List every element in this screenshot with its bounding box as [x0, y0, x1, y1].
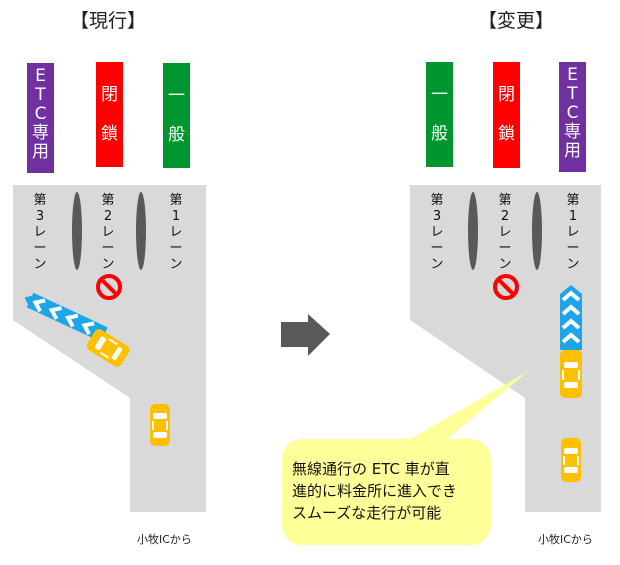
- lane-char: ー: [169, 241, 183, 256]
- lane-1-label: 第 1 レ ー ン: [168, 193, 184, 273]
- lane-island: [532, 192, 542, 270]
- sign-char: T: [567, 84, 578, 104]
- callout-line: 進的に料金所に進入でき: [292, 482, 458, 500]
- sign-char: 閉: [498, 85, 515, 105]
- lane-char: 2: [103, 209, 113, 224]
- sign-char: C: [34, 104, 47, 124]
- lane-char: 3: [432, 209, 442, 224]
- callout-line: 無線通行の ETC 車が直: [292, 460, 450, 478]
- lane-char: 第: [430, 193, 444, 208]
- sign-char: T: [35, 85, 46, 105]
- lane-island: [136, 192, 146, 270]
- callout-line: スムーズな走行が可能: [292, 504, 442, 522]
- lane-char: レ: [169, 225, 183, 240]
- changed-title: 【変更】: [478, 10, 555, 32]
- car-icon: [86, 329, 130, 367]
- sign-etc-only: E T C 専 用: [27, 63, 54, 173]
- lane-char: ー: [498, 241, 512, 256]
- lane-char: 1: [171, 209, 181, 224]
- lane-char: ー: [101, 241, 115, 256]
- lane-3-label: 第 3 レ ー ン: [32, 193, 48, 273]
- sign-char: 一: [431, 84, 448, 105]
- lane-char: ン: [566, 257, 580, 272]
- sign-general: 一 般: [426, 62, 453, 167]
- lane-island: [72, 192, 82, 270]
- lane-char: ー: [430, 241, 444, 256]
- from-komaki-ic-label: 小牧ICから: [137, 533, 192, 546]
- road-right: [410, 185, 601, 512]
- lane-char: 第: [566, 193, 580, 208]
- sign-closed: 閉 鎖: [493, 62, 520, 168]
- lane-char: 3: [35, 209, 45, 224]
- car-icon: [560, 350, 582, 398]
- sign-char: C: [566, 103, 579, 123]
- sign-general: 一 般: [163, 63, 190, 168]
- callout-bubble: [282, 372, 527, 545]
- lane-island: [468, 192, 478, 270]
- current-title: 【現行】: [70, 10, 147, 32]
- right-arrow-icon: [281, 314, 330, 356]
- lane-char: 1: [568, 209, 578, 224]
- sign-etc-only: E T C 専 用: [559, 62, 586, 172]
- car-icon: [150, 404, 170, 446]
- car-icon: [561, 438, 581, 482]
- chevron-guide-icon: [560, 285, 582, 350]
- lane-char: ン: [430, 257, 444, 272]
- sign-char: 用: [564, 141, 581, 161]
- sign-char: E: [567, 65, 578, 85]
- lane-char: レ: [430, 225, 444, 240]
- lane-char: ー: [33, 241, 47, 256]
- lane-char: レ: [566, 225, 580, 240]
- lane-char: ン: [498, 257, 512, 272]
- sign-char: 専: [564, 122, 581, 142]
- sign-char: 般: [431, 123, 448, 144]
- chevron-guide-icon: [24, 292, 108, 342]
- lane-char: 2: [500, 209, 510, 224]
- callout-text: 無線通行の ETC 車が直 進的に料金所に進入でき スムーズな走行が可能: [292, 458, 457, 524]
- sign-char: E: [35, 66, 46, 86]
- lane-char: 第: [169, 193, 183, 208]
- lane-char: ン: [101, 257, 115, 272]
- lane-char: レ: [101, 225, 115, 240]
- sign-char: 閉: [101, 84, 118, 105]
- lane-1-label: 第 1 レ ー ン: [565, 193, 581, 273]
- lane-2-label: 第 2 レ ー ン: [100, 193, 116, 273]
- lane-3-label: 第 3 レ ー ン: [429, 193, 445, 273]
- sign-char: 専: [32, 123, 49, 143]
- no-entry-icon: [96, 274, 122, 300]
- sign-char: 鎖: [101, 123, 118, 144]
- sign-char: 鎖: [498, 124, 515, 144]
- lane-char: 第: [33, 193, 47, 208]
- sign-closed: 閉 鎖: [96, 62, 123, 167]
- lane-char: ン: [169, 257, 183, 272]
- sign-char: 一: [168, 85, 185, 106]
- lane-char: ン: [33, 257, 47, 272]
- lane-char: レ: [498, 225, 512, 240]
- lane-char: レ: [33, 225, 47, 240]
- from-komaki-ic-label: 小牧ICから: [538, 533, 593, 546]
- lane-2-label: 第 2 レ ー ン: [497, 193, 513, 273]
- no-entry-icon: [493, 274, 519, 300]
- lane-char: 第: [498, 193, 512, 208]
- lane-char: 第: [101, 193, 115, 208]
- sign-char: 般: [168, 124, 185, 145]
- sign-char: 用: [32, 142, 49, 162]
- lane-char: ー: [566, 241, 580, 256]
